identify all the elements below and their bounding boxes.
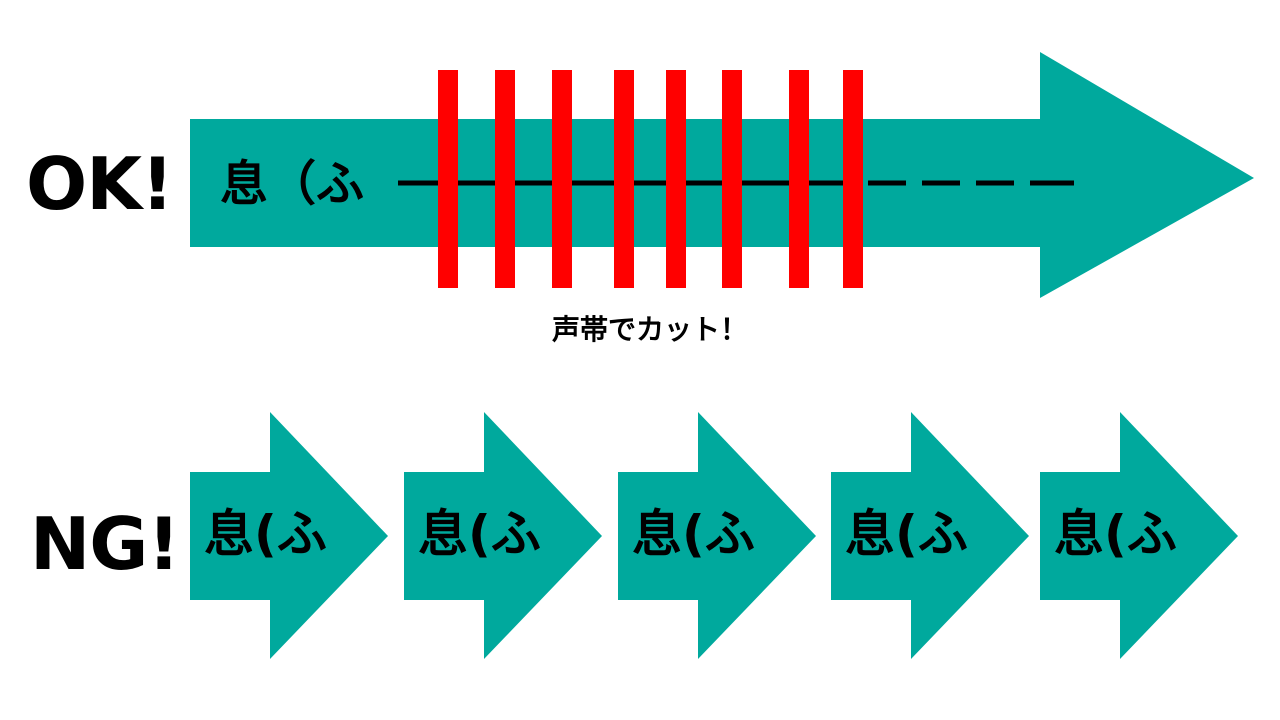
cut-bar (495, 70, 515, 288)
ok-label: OK! (26, 142, 174, 226)
ng-arrow-shaft (618, 472, 700, 600)
ng-breath-text: 息(ふ (1054, 505, 1177, 563)
ng-arrow-head (911, 412, 1029, 659)
cut-bar (666, 70, 686, 288)
ng-label: NG! (30, 502, 180, 586)
ng-arrow (404, 412, 602, 659)
ng-breath-text: 息(ふ (845, 505, 968, 563)
ok-breath-text: 息（ふ (220, 156, 365, 212)
ng-short-arrows (190, 412, 1238, 659)
ng-arrow-head (698, 412, 816, 659)
ng-arrow-head (484, 412, 602, 659)
ng-arrow-head (1120, 412, 1238, 659)
ng-arrow-head (270, 412, 388, 659)
cut-bar (843, 70, 863, 288)
ng-arrow (1040, 412, 1238, 659)
ng-breath-text: 息(ふ (632, 505, 755, 563)
ok-arrow-head (1040, 52, 1254, 298)
cut-bar (552, 70, 572, 288)
ng-arrow-shaft (1040, 472, 1122, 600)
ng-arrow-shaft (831, 472, 913, 600)
ng-breath-text: 息(ふ (418, 505, 541, 563)
vocal-cord-cut-bars (438, 70, 863, 288)
cut-caption: 声帯でカット！ (552, 313, 749, 346)
ng-arrow-shaft (404, 472, 486, 600)
cut-bar (438, 70, 458, 288)
ng-arrow (618, 412, 816, 659)
ng-arrow (831, 412, 1029, 659)
cut-bar (789, 70, 809, 288)
ng-breath-text: 息(ふ (204, 505, 327, 563)
ng-arrow-shaft (190, 472, 272, 600)
ng-arrow (190, 412, 388, 659)
cut-bar (614, 70, 634, 288)
cut-bar (722, 70, 742, 288)
